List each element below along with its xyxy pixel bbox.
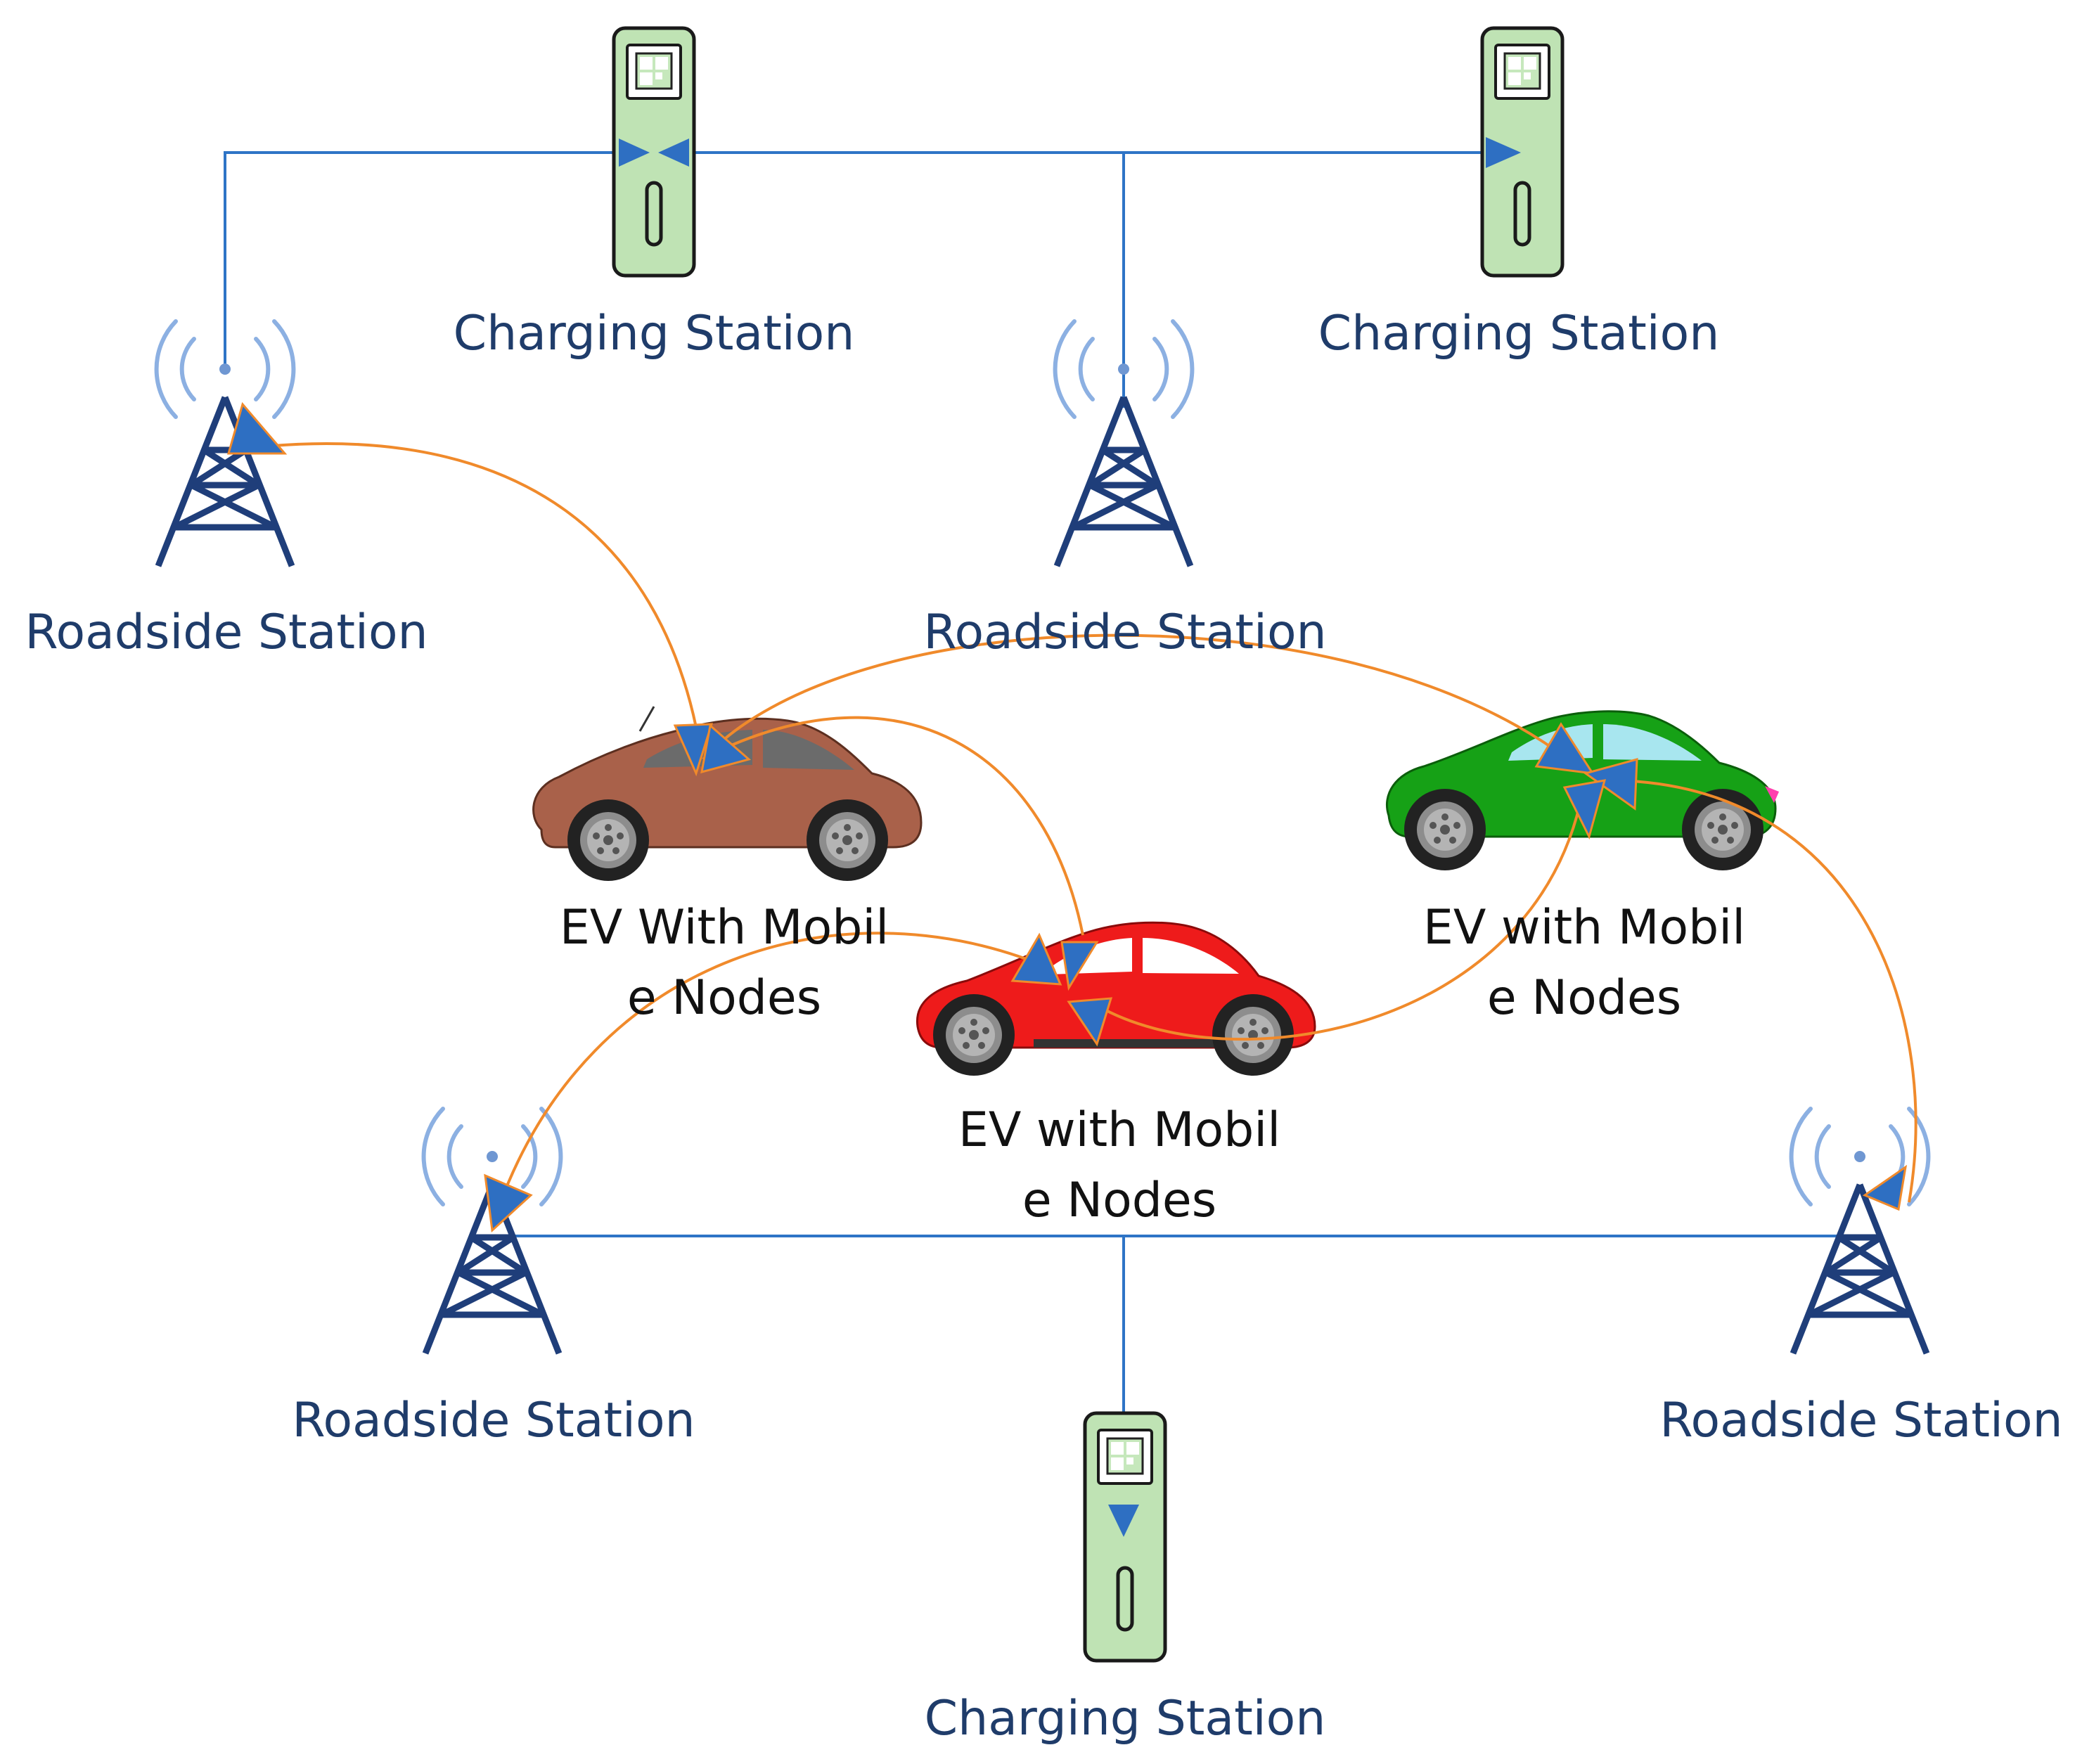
roadside-station-top-left-label: Roadside Station: [25, 605, 428, 660]
arrow-into-rs-bottom-right: [1862, 1164, 1908, 1211]
car-icon: [1385, 710, 1779, 870]
ev-green-label-line2: e Nodes: [1487, 970, 1681, 1026]
arrow-into-cs-top-right: [1486, 137, 1521, 168]
arrow-into-rs-top-left: [227, 401, 288, 455]
ev-brown-car: [532, 706, 923, 881]
roadside-station-bottom-right-label: Roadside Station: [1659, 1393, 2062, 1448]
roadside-station-bottom-right: [1792, 1109, 1929, 1353]
link-ev-brown-to-ev-green: [702, 633, 1569, 761]
roadside-station-bottom-left-label: Roadside Station: [292, 1393, 695, 1448]
arrow-out-cs-top-left: [658, 139, 689, 167]
charging-station-bottom-label: Charging Station: [925, 1691, 1326, 1746]
radio-tower-icon: [1792, 1109, 1929, 1353]
link-ev-brown-to-ev-red: [731, 716, 1084, 936]
ev-green-label-line1: EV with Mobil: [1423, 900, 1745, 955]
charging-station-bottom: [1085, 1413, 1165, 1661]
arrow-ev-red-c: [1067, 997, 1113, 1047]
wireless-arrowheads: [227, 401, 1908, 1233]
arrow-ev-red-b: [1060, 941, 1099, 991]
roadside-station-top-center-label: Roadside Station: [923, 605, 1326, 660]
wireless-links: [231, 442, 1917, 1206]
ev-green-car: [1385, 710, 1779, 870]
arrow-into-cs-top-left: [619, 139, 650, 167]
backbone-arrowheads: [619, 137, 1521, 1537]
ev-red-label-line2: e Nodes: [1022, 1173, 1216, 1228]
car-icon: [532, 706, 923, 881]
arrow-ev-green-b: [1583, 758, 1638, 811]
arrow-ev-green-a: [1534, 722, 1595, 775]
arrow-ev-brown-a: [673, 723, 714, 777]
ev-brown-label-line2: e Nodes: [627, 970, 821, 1026]
labels: Charging Station Charging Station Chargi…: [25, 306, 2062, 1746]
charging-station-top-right-label: Charging Station: [1318, 306, 1720, 361]
link-ev-red-to-ev-green: [1096, 794, 1583, 1041]
link-ev-brown-to-rs-top-left: [231, 442, 701, 746]
ev-red-label-line1: EV with Mobil: [958, 1102, 1280, 1158]
ev-brown-label-line1: EV With Mobil: [560, 900, 889, 955]
link-ev-red-to-rs-bottom-left: [498, 932, 1055, 1206]
charging-station-top-left-label: Charging Station: [454, 306, 855, 361]
arrow-into-cs-bottom: [1108, 1505, 1139, 1537]
arrow-into-rs-bottom-left: [484, 1173, 533, 1233]
arrow-ev-red-a: [1010, 932, 1062, 986]
arrow-ev-green-c: [1562, 779, 1607, 840]
ev-charger-icon: [1085, 1413, 1165, 1661]
link-rs-top-left-to-backbone: [224, 151, 1484, 369]
arrow-ev-brown-b: [700, 723, 752, 774]
link-ev-green-to-rs-bottom-right: [1617, 779, 1917, 1203]
